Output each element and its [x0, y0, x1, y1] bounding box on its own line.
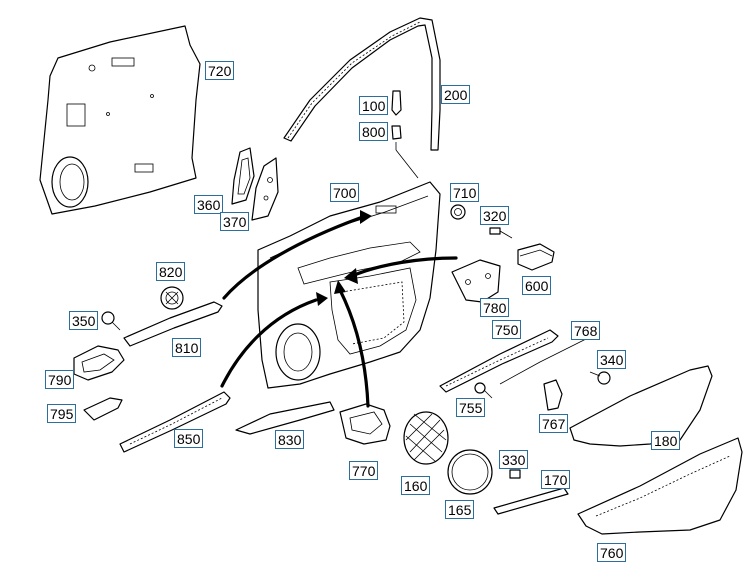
emblem-strip-170	[493, 487, 569, 515]
label-350: 350	[69, 311, 99, 330]
label-800: 800	[359, 122, 389, 141]
label-330: 330	[499, 450, 529, 469]
speaker-grille-160	[403, 411, 449, 465]
label-790: 790	[45, 370, 75, 389]
door-handle-790	[73, 345, 125, 381]
label-767: 767	[539, 414, 569, 433]
label-850: 850	[174, 429, 204, 448]
speaker-cover-820	[160, 286, 184, 310]
label-768: 768	[571, 321, 601, 340]
label-700: 700	[330, 183, 360, 202]
label-755: 755	[456, 398, 486, 417]
door-trim-panel-700	[257, 181, 441, 389]
cable-768	[499, 335, 593, 385]
switch-panel-750	[439, 329, 559, 393]
label-760: 760	[597, 543, 627, 562]
label-170: 170	[541, 470, 571, 489]
handle-cover-795	[83, 397, 123, 421]
assembly-arrows	[220, 210, 458, 408]
label-200: 200	[441, 85, 471, 104]
label-710: 710	[450, 183, 480, 202]
label-360: 360	[194, 195, 224, 214]
speaker-ring-165	[447, 449, 493, 495]
label-600: 600	[522, 276, 552, 295]
clip-100	[391, 90, 402, 116]
label-720: 720	[205, 61, 235, 80]
trim-strip-810	[123, 301, 223, 347]
label-810: 810	[172, 338, 202, 357]
label-780: 780	[480, 298, 510, 317]
bracket-780	[451, 259, 501, 303]
switch-767	[543, 379, 563, 411]
bolt-350	[101, 311, 121, 331]
label-795: 795	[47, 404, 77, 423]
label-820: 820	[156, 262, 186, 281]
label-830: 830	[275, 430, 305, 449]
label-370: 370	[220, 212, 250, 231]
pocket-panel-760	[577, 437, 743, 535]
label-750: 750	[492, 320, 522, 339]
screw-755	[474, 382, 493, 399]
clip-800	[391, 125, 419, 179]
label-320: 320	[480, 206, 510, 225]
lower-trim-850	[119, 391, 231, 453]
screw-320	[489, 227, 513, 239]
label-160: 160	[401, 476, 431, 495]
grommet-710	[450, 204, 466, 220]
mirror-cover-370	[251, 157, 279, 221]
switch-housing-600	[517, 243, 555, 271]
label-100: 100	[359, 96, 389, 115]
armrest-pad-830	[235, 401, 335, 435]
label-165: 165	[445, 500, 475, 519]
window-seal-200	[283, 17, 441, 151]
insulation-panel-720	[39, 25, 201, 215]
clip-330	[509, 469, 521, 479]
lock-bracket-770	[339, 403, 391, 445]
armrest-panel-180	[569, 365, 713, 447]
bolt-340	[589, 371, 611, 385]
mirror-cover-360	[231, 147, 255, 205]
label-340: 340	[597, 350, 627, 369]
label-770: 770	[349, 461, 379, 480]
label-180: 180	[651, 431, 681, 450]
